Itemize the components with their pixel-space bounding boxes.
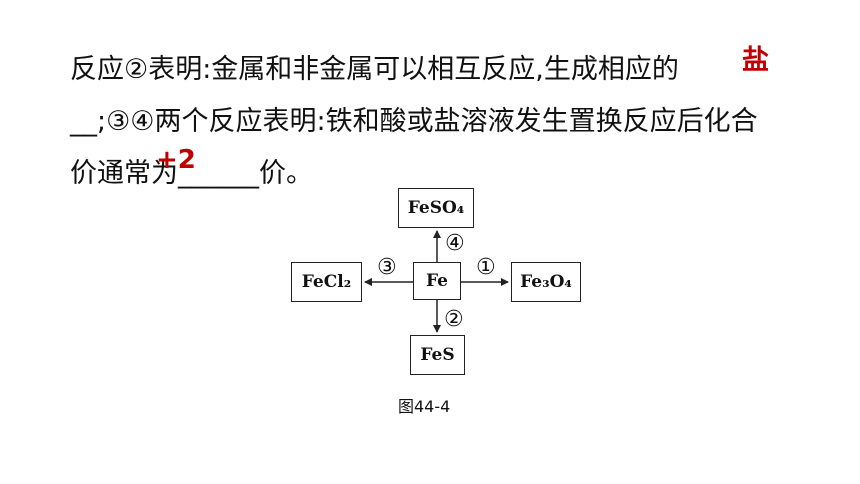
box-fe3o4: Fe₃O₄ — [511, 262, 581, 302]
reaction-label-4: ④ — [445, 231, 465, 256]
question-line-3: 价通常为______价。 — [70, 158, 313, 189]
reaction-label-2: ② — [444, 307, 464, 332]
figure-caption: 图44-4 — [398, 397, 451, 416]
box-fecl2: FeCl₂ — [291, 262, 362, 302]
question-line-1: 反应②表明:金属和非金属可以相互反应,生成相应的 — [70, 54, 679, 85]
answer-valence: +2 — [156, 145, 196, 175]
box-fes: FeS — [410, 335, 465, 375]
question-line-2: __;③④两个反应表明:铁和酸或盐溶液发生置换反应后化合 — [70, 106, 758, 137]
reaction-label-1: ① — [476, 255, 496, 280]
box-fe: Fe — [413, 262, 461, 300]
answer-salt: 盐 — [742, 45, 769, 76]
box-feso4: FeSO₄ — [398, 188, 474, 228]
reaction-label-3: ③ — [377, 255, 397, 280]
